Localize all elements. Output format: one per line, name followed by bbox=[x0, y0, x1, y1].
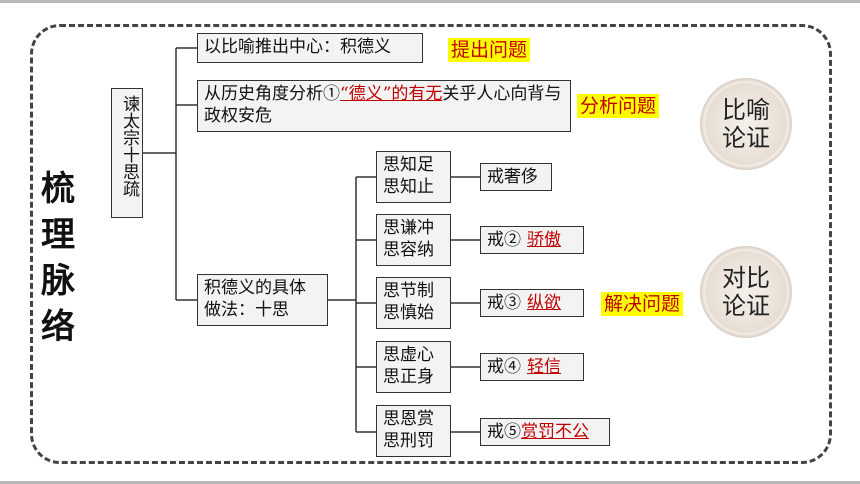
answer-4: 轻信 bbox=[527, 357, 561, 377]
warning-5-prefix: 戒⑤ bbox=[487, 422, 521, 442]
branch-methods: 积德义的具体做法：十思 bbox=[197, 274, 328, 326]
warning-3-prefix: 戒③ bbox=[487, 293, 521, 313]
dashed-frame bbox=[30, 24, 832, 464]
thought-4: 思虚心思正身 bbox=[376, 341, 451, 393]
seal-metaphor-argument: 比喻论证 bbox=[700, 78, 792, 170]
branch-history-prefix: 从历史角度分析① bbox=[204, 84, 340, 104]
answer-5: 赏罚不公 bbox=[521, 422, 589, 442]
warning-2: 戒② 骄傲 bbox=[480, 226, 584, 254]
warning-5: 戒⑤赏罚不公 bbox=[480, 418, 610, 446]
warning-1-text: 戒奢侈 bbox=[487, 167, 538, 187]
thought-5: 思恩赏思刑罚 bbox=[376, 405, 451, 457]
thought-2: 思谦冲思容纳 bbox=[376, 214, 451, 266]
section-title: 梳理脉络 bbox=[41, 169, 75, 347]
root-node: 谏太宗十思疏 bbox=[111, 88, 143, 218]
tag-analyze-problem: 分析问题 bbox=[577, 94, 660, 118]
branch-history-suffix: 关乎人心向背与政权安危 bbox=[204, 84, 562, 126]
branch-metaphor: 以比喻推出中心：积德义 bbox=[197, 33, 423, 63]
warning-1: 戒奢侈 bbox=[480, 163, 552, 191]
warning-4: 戒④ 轻信 bbox=[480, 353, 584, 381]
warning-3: 戒③ 纵欲 bbox=[480, 289, 584, 317]
seal-contrast-argument: 对比论证 bbox=[700, 246, 792, 338]
answer-2: 骄傲 bbox=[527, 230, 561, 250]
bottom-rule bbox=[0, 481, 860, 484]
tag-raise-problem: 提出问题 bbox=[448, 38, 531, 62]
tag-solve-problem: 解决问题 bbox=[601, 292, 684, 316]
answer-3: 纵欲 bbox=[527, 293, 561, 313]
warning-2-prefix: 戒② bbox=[487, 230, 521, 250]
top-rule bbox=[0, 0, 860, 3]
branch-history: 从历史角度分析①“德义”的有无关乎人心向背与政权安危 bbox=[197, 80, 571, 132]
answer-1: “德义”的有无 bbox=[340, 84, 443, 104]
seal-metaphor-label: 比喻论证 bbox=[722, 96, 770, 152]
thought-3: 思节制思慎始 bbox=[376, 277, 451, 329]
thought-1: 思知足思知止 bbox=[376, 151, 451, 203]
seal-contrast-label: 对比论证 bbox=[722, 264, 770, 320]
warning-4-prefix: 戒④ bbox=[487, 357, 521, 377]
